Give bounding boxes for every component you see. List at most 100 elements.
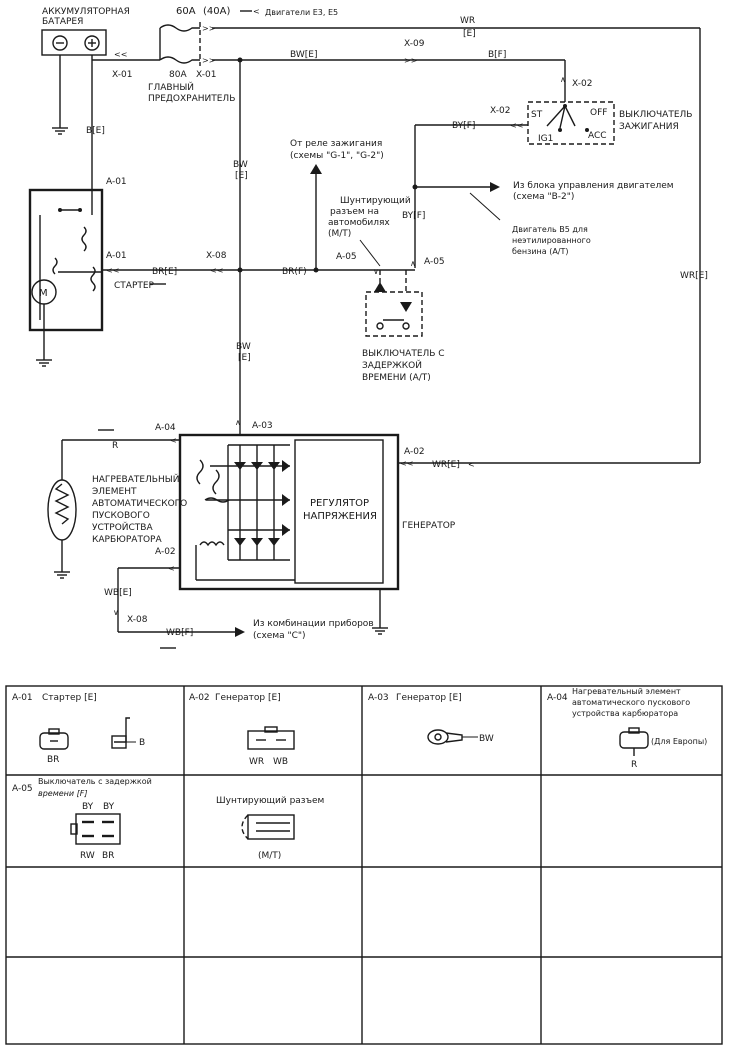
heater-label-4: ПУСКОВОГО [92,511,150,521]
ign-relay-label: От реле зажигания [290,139,382,149]
ignition-switch-label-2: ЗАЖИГАНИЯ [619,122,679,132]
ignition-off-label: OFF [590,108,607,118]
a05-pin-by2: BY [103,802,115,812]
wr-top-label: WR [460,16,475,26]
r-wire-label: R [112,441,118,451]
from-ecu-label: Из блока управления двигателем [513,181,674,191]
cluster-label-2: (схема "C") [253,631,306,641]
bw-vert-label-2: [E] [235,171,248,181]
shunt-conn-title: Шунтирующий разъем [216,796,324,806]
wr-e-right-label: WR[E] [680,271,708,281]
a03-conn-title: A-03 [368,693,389,703]
a05-pin-rw: RW [80,851,95,861]
svg-text:<: < [170,436,177,445]
svg-text:<<: << [510,121,523,130]
bw-vert2-label: BW [236,342,251,352]
x09-label: X-09 [404,39,425,49]
heater-label: НАГРЕВАТЕЛЬНЫЙ [92,473,179,485]
b5-label: Двигатель B5 для [512,225,588,234]
a04-connector-shape [619,727,649,756]
wr-e-label: WR[E] [432,460,460,470]
starter-label: СТАРТЕР [114,281,155,291]
a05-left-label: A-05 [336,252,357,262]
svg-text:<<: << [106,266,119,275]
heater-label-6: КАРБЮРАТОРА [92,535,162,545]
delay-switch-label-3: ВРЕМЕНИ (A/T) [362,373,431,383]
main-fuse [159,22,201,66]
a04-conn-name-2: автоматического пускового [572,698,690,707]
svg-text:<: < [168,564,175,573]
battery-label-2: БАТАРЕЯ [42,17,83,27]
svg-text:∧: ∧ [560,75,566,84]
ignition-st-label: ST [531,110,543,120]
a05-pin-by1: BY [82,802,94,812]
by-f-label: BY[F] [402,211,425,221]
regulator-label: РЕГУЛЯТОР [310,498,369,509]
br-e-label: BR[E] [152,267,177,277]
a04-conn-title: A-04 [547,693,568,703]
a03-pin-bw: BW [479,734,494,744]
a05-pin-br: BR [102,851,114,861]
a01-pin-b: B [139,738,145,748]
a05-conn-name-2: времени [F] [38,789,88,798]
ignition-switch-label: ВЫКЛЮЧАТЕЛЬ [619,110,692,120]
engines-e3-e5-label: Двигатели E3, E5 [265,8,338,17]
a02-pin-wb: WB [273,757,288,767]
shunt-label-4: (M/T) [328,229,351,239]
shunt-conn-note: (M/T) [258,851,281,861]
a02-pin-wr: WR [249,757,264,767]
fuse-60a-label: 60A [176,6,196,17]
battery-wire-label: B[E] [86,126,105,136]
a02-left-label: A-02 [155,547,176,557]
wb-e-label: WB[E] [104,588,132,598]
a04-conn-name-3: устройства карбюратора [572,709,678,718]
starter-motor [28,188,104,367]
svg-text:∧: ∧ [410,259,416,268]
a02-connector-shape [247,726,295,750]
wb-f-label: WB[F] [166,628,193,638]
a03-label: A-03 [252,421,273,431]
svg-text:<<: << [400,459,413,468]
cluster-label: Из комбинации приборов [253,619,374,629]
regulator-label-2: НАПРЯЖЕНИЯ [303,511,377,522]
x02-left-label: X-02 [490,106,510,116]
b5-label-3: бензина (A/T) [512,247,569,256]
a02-conn-title: A-02 [189,693,210,703]
a03-ring-terminal [427,729,478,745]
a05-conn-name: Выключатель с задержкой [38,777,152,786]
svg-text:<: < [253,7,260,16]
bw-vert-label: BW [233,160,248,170]
by-f-top-label: BY[F] [452,121,475,131]
a04-conn-name: Нагревательный элемент [572,687,681,696]
x01-right-label: X-01 [196,70,216,80]
svg-text:∧: ∧ [235,418,241,427]
a01-conn-title: A-01 [12,693,33,703]
a01-conn-name: Стартер [E] [42,693,97,703]
shunt-label-2: разъем на [330,207,379,217]
main-fuse-label: ГЛАВНЫЙ [148,81,194,93]
ign-relay-label-2: (схемы "G-1", "G-2") [290,151,384,161]
generator-box [178,433,400,591]
svg-text:∨: ∨ [373,267,379,276]
delay-switch-label: ВЫКЛЮЧАТЕЛЬ С [362,349,445,359]
svg-text:>>: >> [202,24,215,33]
x08-label: X-08 [206,251,227,261]
starter-motor-m: M [39,288,48,299]
a05-connector-shape [70,813,121,845]
shunt-connector-shape [241,814,295,840]
a03-conn-name: Генератор [E] [396,693,462,703]
connector-table-grid [5,685,723,1045]
svg-text:<<: << [210,266,223,275]
svg-text:>>: >> [404,56,417,65]
a01-pin-br: BR [47,755,59,765]
battery-symbol [41,29,107,66]
heater-label-3: АВТОМАТИЧЕСКОГО [92,499,187,509]
delay-switch [365,270,423,337]
x02-top-label: X-02 [572,79,592,89]
br-f-label: BR(F) [282,267,307,277]
svg-text:>>: >> [202,56,215,65]
ground-symbol [52,66,68,135]
svg-text:<: < [468,460,475,469]
a04-label: A-04 [155,423,176,433]
